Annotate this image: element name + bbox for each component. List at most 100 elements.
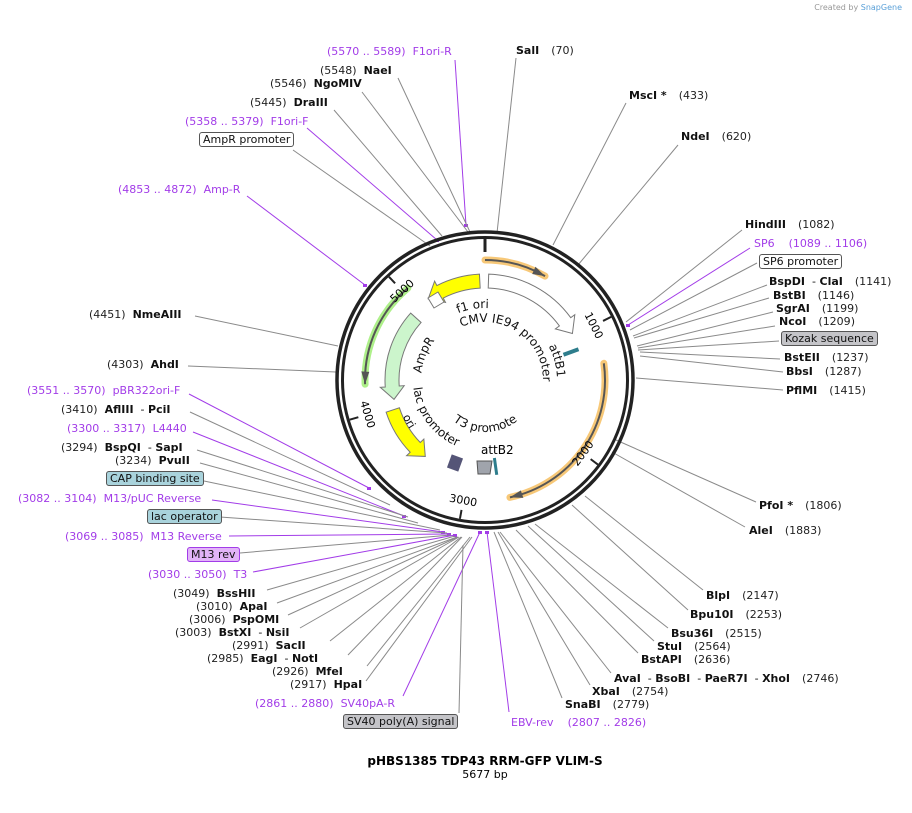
ampr-arrow[interactable] <box>379 312 422 401</box>
primer-label-f1ori-f[interactable]: (5358 .. 5379) F1ori-F <box>185 115 309 128</box>
attb2-box[interactable] <box>476 460 493 475</box>
primer-label-l4440[interactable]: (3300 .. 3317) L4440 <box>67 422 187 435</box>
primer-label-sp6[interactable]: SP6(1089 .. 1106) <box>754 237 867 250</box>
paren: ) <box>837 499 842 512</box>
enzyme-label-bspqi[interactable]: (3294) BspQI - SapI <box>61 441 183 454</box>
enzyme-label-sali[interactable]: SalI(70) <box>516 44 574 57</box>
enzyme-name: NaeI <box>363 64 392 77</box>
lac-site-marks[interactable] <box>446 454 464 472</box>
attb2-mark[interactable] <box>492 457 499 476</box>
enzyme-label-draiii[interactable]: (5445) DraIII <box>250 96 328 109</box>
enzyme-label-stui[interactable]: StuI(2564) <box>657 640 731 653</box>
amp-orf-arc-arrowhead <box>361 371 370 385</box>
cmv-promoter-arrow[interactable] <box>487 273 576 335</box>
enzyme-label-bsu36i[interactable]: Bsu36I(2515) <box>671 627 762 640</box>
enzyme-name: BsoBI <box>655 672 691 685</box>
leader-line <box>246 195 366 286</box>
enzyme-label-bstapi[interactable]: BstAPI(2636) <box>641 653 730 666</box>
paren: ( <box>250 96 255 109</box>
enzyme-label-blpi[interactable]: BlpI(2147) <box>706 589 779 602</box>
enzyme-label-pvuii[interactable]: (3234) PvuII <box>115 454 190 467</box>
enzyme-label-bsshii[interactable]: (3049) BssHII <box>173 587 255 600</box>
feature-label-cap-binding-site[interactable]: CAP binding site <box>106 471 204 486</box>
leader-line <box>333 109 443 237</box>
leader-line <box>402 531 481 697</box>
feature-label-sp6-promoter[interactable]: SP6 promoter <box>759 254 843 269</box>
enzyme-label-bstxi[interactable]: (3003) BstXI - NsiI <box>175 626 289 639</box>
feature-label-m13-rev[interactable]: M13 rev <box>187 547 240 562</box>
cut-position: 1146 <box>821 289 850 302</box>
cut-position: 2253 <box>749 608 778 621</box>
cut-position: 5548 <box>324 64 353 77</box>
paren: ( <box>148 568 153 581</box>
paren: ( <box>797 218 803 231</box>
enzyme-name: MfeI <box>315 665 343 678</box>
enzyme-label-hpai[interactable]: (2917) HpaI <box>290 678 362 691</box>
enzyme-label-pspomi[interactable]: (3006) PspOMI <box>189 613 279 626</box>
enzyme-label-bpu10i[interactable]: Bpu10I(2253) <box>690 608 782 621</box>
primer-label-m13-puc-reverse[interactable]: (3082 .. 3104) M13/pUC Reverse <box>18 492 201 505</box>
leader-line <box>496 57 517 234</box>
enzyme-label-mfei[interactable]: (2926) MfeI <box>272 665 343 678</box>
primer-site-mark <box>464 224 468 227</box>
paren: ) <box>850 315 855 328</box>
enzyme-label-bstbi[interactable]: BstBI(1146) <box>773 289 854 302</box>
enzyme-name: AleI <box>749 524 773 537</box>
enzyme-label-avai[interactable]: AvaI - BsoBI - PaeR7I - XhoI(2746) <box>614 672 839 685</box>
enzyme-name: BspQI <box>104 441 141 454</box>
primer-name: M13 Reverse <box>150 530 222 543</box>
cut-position: 620 <box>725 130 747 143</box>
feature-label-lac-operator[interactable]: lac operator <box>147 509 222 524</box>
enzyme-label-ahdi[interactable]: (4303) AhdI <box>107 358 179 371</box>
enzyme-label-ncoi[interactable]: NcoI(1209) <box>779 315 855 328</box>
enzyme-label-pflmi[interactable]: PflMI(1415) <box>786 384 866 397</box>
attb1-mark[interactable] <box>562 347 580 357</box>
enzyme-label-snabi[interactable]: SnaBI(2779) <box>565 698 649 711</box>
enzyme-label-bspdi[interactable]: BspDI - ClaI(1141) <box>769 275 891 288</box>
paren: ( <box>207 652 212 665</box>
cut-position: 4451 <box>93 308 122 321</box>
primer-label-amp-r[interactable]: (4853 .. 4872) Amp-R <box>118 183 240 196</box>
enzyme-label-sgrai[interactable]: SgrAI(1199) <box>776 302 858 315</box>
feature-label-kozak-sequence[interactable]: Kozak sequence <box>781 331 878 346</box>
enzyme-label-naei[interactable]: (5548) NaeI <box>320 64 392 77</box>
paren: ( <box>175 626 180 639</box>
enzyme-label-bbsi[interactable]: BbsI(1287) <box>786 365 862 378</box>
ori-arrow[interactable] <box>385 407 426 457</box>
enzyme-label-hindiii[interactable]: HindIII(1082) <box>745 218 835 231</box>
orf-arc-2[interactable] <box>509 363 606 499</box>
primer-range: 5358 .. 5379 <box>189 115 260 128</box>
enzyme-label-ngomiv[interactable]: (5546) NgoMIV <box>270 77 362 90</box>
paren: ) <box>205 587 217 600</box>
primer-label-t3[interactable]: (3030 .. 3050) T3 <box>148 568 247 581</box>
paren: ) <box>817 524 822 537</box>
enzyme-label-nmeaiii[interactable]: (4451) NmeAIII <box>89 308 182 321</box>
primer-label-pbr322ori-f[interactable]: (3551 .. 3570) pBR322ori-F <box>27 384 180 397</box>
cut-position: 3234 <box>119 454 148 467</box>
primer-label-ebv-rev[interactable]: EBV-rev(2807 .. 2826) <box>511 716 646 729</box>
enzyme-name: Bpu10I <box>690 608 734 621</box>
enzyme-label-xbai[interactable]: XbaI(2754) <box>592 685 668 698</box>
enzyme-label-pfoi[interactable]: PfoI *(1806) <box>759 499 842 512</box>
enzyme-label-sacii[interactable]: (2991) SacII <box>232 639 306 652</box>
backbone-outer-strand <box>335 230 635 530</box>
primer-label-sv40pa-r[interactable]: (2861 .. 2880) SV40pA-R <box>255 697 395 710</box>
primer-label-m13-reverse[interactable]: (3069 .. 3085) M13 Reverse <box>65 530 222 543</box>
ampr-promoter-arrow[interactable] <box>427 291 445 309</box>
primer-label-f1ori-r[interactable]: (5570 .. 5589) F1ori-R <box>327 45 452 58</box>
cut-position: 2991 <box>236 639 265 652</box>
enzyme-label-apai[interactable]: (3010) ApaI <box>196 600 268 613</box>
enzyme-label-alei[interactable]: AleI(1883) <box>749 524 821 537</box>
enzyme-label-bsteii[interactable]: BstEII(1237) <box>784 351 868 364</box>
feature-label-ampr-promoter[interactable]: AmpR promoter <box>199 132 295 147</box>
paren: ( <box>802 672 807 685</box>
enzyme-label-afliii[interactable]: (3410) AflIII - PciI <box>61 403 170 416</box>
enzyme-label-msci[interactable]: MscI *(433) <box>629 89 708 102</box>
feature-label-sv40-poly-a-signal[interactable]: SV40 poly(A) signal <box>343 714 459 729</box>
cut-position: 3410 <box>65 403 94 416</box>
enzyme-label-ndei[interactable]: NdeI(620) <box>681 130 751 143</box>
leader-line <box>347 536 463 656</box>
enzyme-label-eagi[interactable]: (2985) EagI - NotI <box>207 652 318 665</box>
paren: ) <box>207 626 219 639</box>
